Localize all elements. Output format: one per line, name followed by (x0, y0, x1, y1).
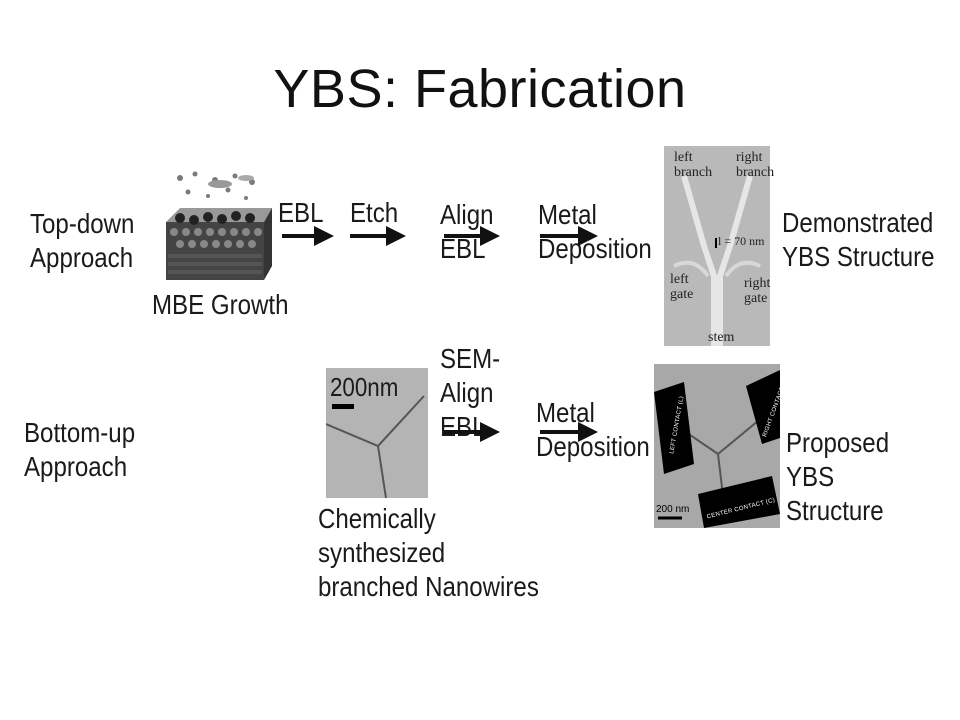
nanowire-micrograph: 200nm (326, 368, 428, 498)
micrograph-structure (673, 175, 761, 346)
ebl-step-label: EBL (278, 197, 324, 228)
arrow-4 (540, 226, 598, 246)
sem-align-ebl-label: SEM- Align EBL (440, 343, 501, 442)
scale-bar (332, 404, 354, 409)
mbe-growth-illustration (166, 171, 272, 280)
proposed-structure-label: Proposed YBS Structure (786, 427, 890, 526)
demonstrated-ybs-micrograph: left branch right branch l = 70 nm left … (664, 146, 774, 346)
left-gate-label: left gate (670, 272, 694, 302)
nanowire-caption: Chemically synthesized branched Nanowire… (318, 503, 539, 602)
proposed-structure-drawing (654, 370, 780, 528)
arrow-1 (282, 226, 334, 246)
arrow-2 (350, 226, 406, 246)
metal-deposition-top-label: Metal Deposition (538, 199, 652, 264)
scale-label-200nm: 200nm (330, 372, 399, 402)
demonstrated-structure-label: Demonstrated YBS Structure (782, 207, 935, 272)
etch-step-label: Etch (350, 197, 399, 228)
nanowire-branches (326, 395, 425, 498)
arrow-5 (444, 422, 500, 442)
right-gate-label: right gate (744, 276, 771, 306)
mbe-growth-label: MBE Growth (152, 289, 289, 320)
dimension-label: l = 70 nm (718, 234, 765, 248)
tem-scale-label: 200 nm (656, 504, 690, 515)
bottom-up-approach-label: Bottom-up Approach (24, 417, 136, 482)
arrow-6 (540, 422, 598, 442)
top-down-approach-label: Top-down Approach (30, 208, 135, 273)
proposed-ybs-micrograph: LEFT CONTACT (L) RIGHT CONTACT (R) CENTE… (654, 364, 780, 528)
stem-label: stem (708, 330, 735, 345)
arrow-3 (444, 226, 500, 246)
right-branch-label: right branch (736, 150, 775, 180)
slide-title: YBS: Fabrication (273, 59, 687, 119)
align-ebl-step-label: Align EBL (440, 199, 494, 264)
left-branch-label: left branch (674, 150, 713, 180)
